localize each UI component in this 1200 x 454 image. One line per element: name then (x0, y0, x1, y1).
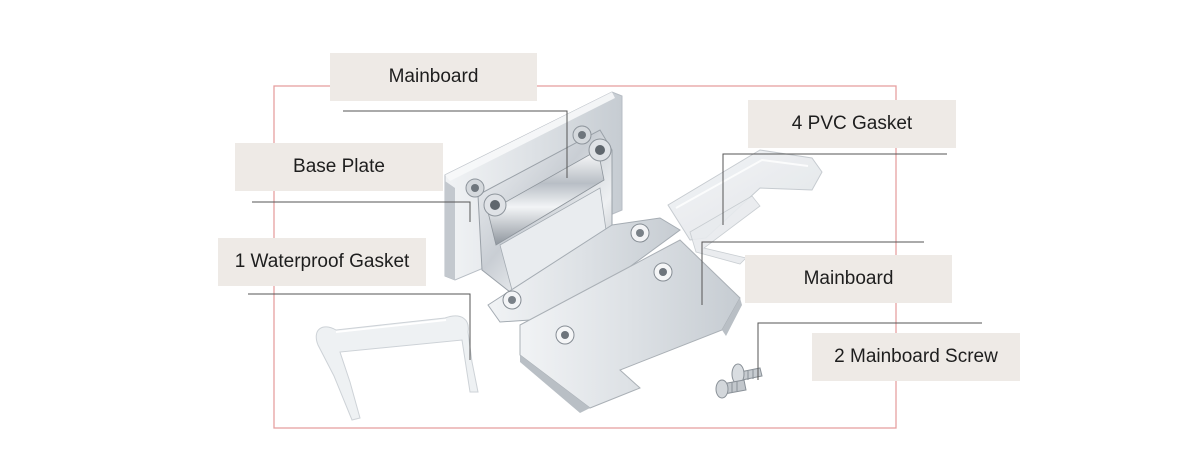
label-waterproof-gasket: 1 Waterproof Gasket (218, 238, 426, 286)
mainboard-plate-part (519, 239, 742, 413)
pvc-gasket-part (667, 149, 823, 265)
leader-lines (248, 110, 982, 380)
waterproof-gasket-part (315, 315, 479, 421)
label-mainboard-right: Mainboard (745, 255, 952, 303)
label-mainboard-screw: 2 Mainboard Screw (812, 333, 1020, 381)
label-base-plate: Base Plate (235, 143, 443, 191)
label-pvc-gasket: 4 PVC Gasket (748, 100, 956, 148)
leader-mainboard-screw (757, 322, 982, 380)
leader-pvc-gasket (722, 153, 947, 225)
leader-waterproof-gasket (248, 293, 471, 360)
label-mainboard-top: Mainboard (330, 53, 537, 101)
leader-mainboard-top (343, 110, 568, 178)
mainboard-screw-part (715, 363, 763, 399)
hinge-body-part (465, 125, 681, 323)
leader-base-plate (252, 201, 471, 222)
leader-mainboard-right (701, 241, 924, 305)
